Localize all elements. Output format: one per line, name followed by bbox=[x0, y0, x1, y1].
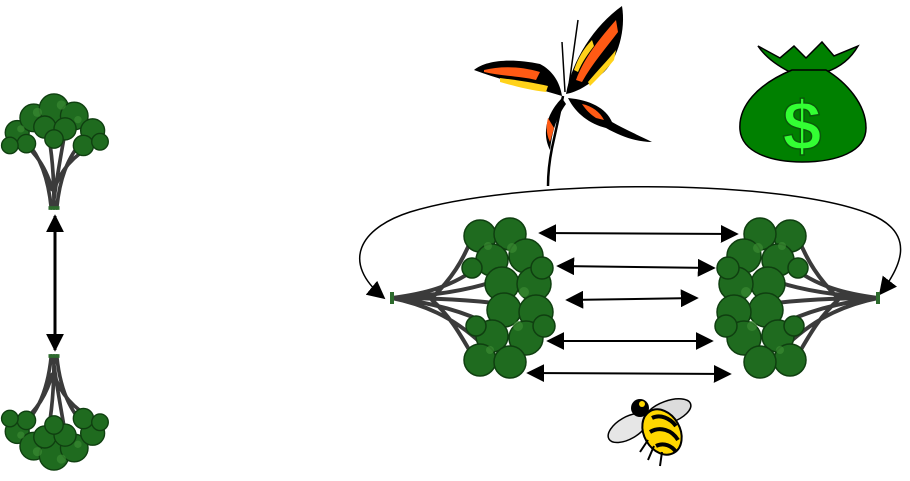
horizontal-double-arrow bbox=[558, 266, 714, 268]
money-bag-icon: $ bbox=[740, 42, 866, 165]
horizontal-arrows bbox=[528, 233, 737, 374]
dollar-sign: $ bbox=[783, 87, 822, 165]
horizontal-double-arrow bbox=[528, 373, 730, 374]
butterfly-icon bbox=[474, 6, 652, 186]
tree-sideways-left-icon bbox=[715, 218, 878, 378]
tree-upright-icon bbox=[2, 94, 109, 208]
tree-sideways-right-icon bbox=[392, 218, 555, 378]
horizontal-double-arrow bbox=[540, 233, 737, 234]
bee-icon bbox=[603, 393, 694, 466]
tree-inverted-icon bbox=[2, 356, 109, 470]
horizontal-double-arrow bbox=[567, 298, 697, 300]
